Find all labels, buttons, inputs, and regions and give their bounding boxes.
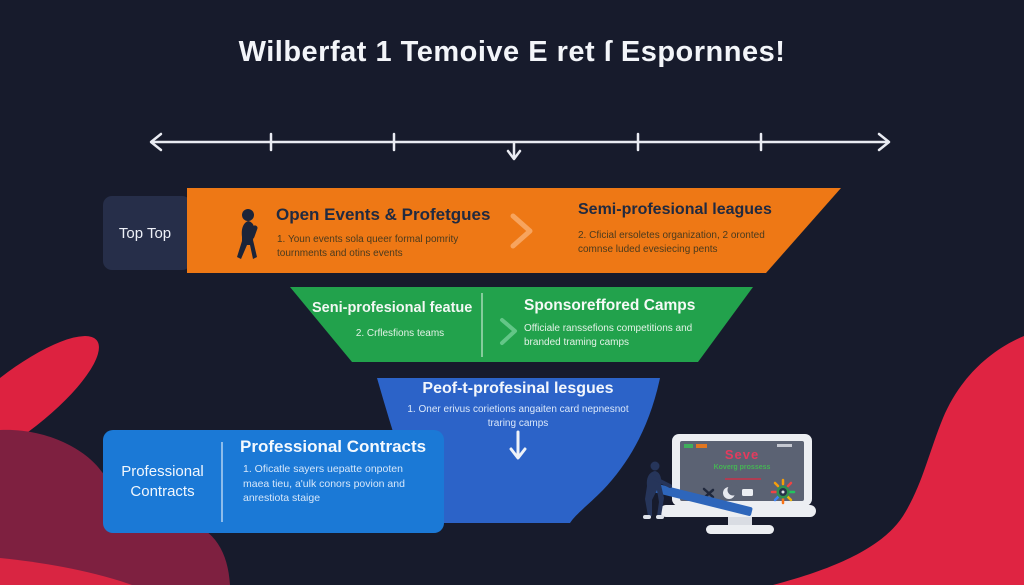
tier3-body: 1. Oner erivus corietions angaiten card … [407,404,629,429]
funnel-tier1-shape [187,188,841,273]
tools-icon [702,487,715,499]
starburst-icon [770,478,796,505]
timeline-right-arrowhead [877,132,891,152]
monitor-foot [706,525,774,534]
monitor-neck [728,517,752,526]
down-arrow-icon [509,430,527,460]
monitor-screen-subtitle: Koverg prossess [713,464,771,471]
screen-menu-dash [777,444,792,447]
timeline-left-arrowhead [149,132,163,152]
tier4-heading: Professional Contracts [240,437,427,456]
timeline-drop-arrow-icon [506,141,522,161]
tier1-left-body: 1. Youn events sola queer formal pomrity… [277,234,459,259]
tier2-right-body: Officiale ranssefions competitions and b… [524,323,693,348]
screen-small-text-line [725,478,761,480]
tier1-left-heading: Open Events & Profetgues [276,205,491,224]
person-silhouette [643,461,672,519]
timeline [149,132,891,161]
chevron-right-icon [510,213,533,249]
screen-chip-orange [696,444,707,448]
tier1-side-label: Top Top [118,224,172,242]
tier1-right-heading: Semi-profesional leagues [578,201,772,218]
tier2-right-heading: Sponsoreffored Camps [524,297,696,314]
walking-person-icon [237,209,258,259]
screen-button [742,489,753,496]
red-bottom-left-wedge [0,558,132,585]
blue-plank [648,482,753,516]
tier4-body: 1. Oficatle sayers uepatte onpoten maea … [243,463,405,505]
tier2-left-body: 2. Crflesfions teams [355,328,445,339]
funnel-tier2-shape [290,287,753,362]
red-wave-right [773,336,1024,585]
top-label-box [103,196,191,270]
moon-icon [723,484,739,499]
tier2-left-heading: Seni-profesional featue [312,300,473,316]
contracts-card [103,430,444,533]
monitor-screen-title: Seve [724,447,760,462]
page-title: Wilberfat 1 Temoive E ret ſ Espornnes! [238,36,786,68]
red-capsule-blob [0,336,99,468]
screen-chip-green [684,444,693,448]
tier4-side-label: Professional Contracts [121,463,204,500]
tier1-right-body: 2. Cficial ersoletes organization, 2 oro… [578,230,765,255]
computer-illustration [643,434,816,534]
chevron-right-icon [500,318,517,345]
tier3-heading: Peof-t-profesinal lesgues [422,380,614,397]
monitor-screen [680,441,804,501]
